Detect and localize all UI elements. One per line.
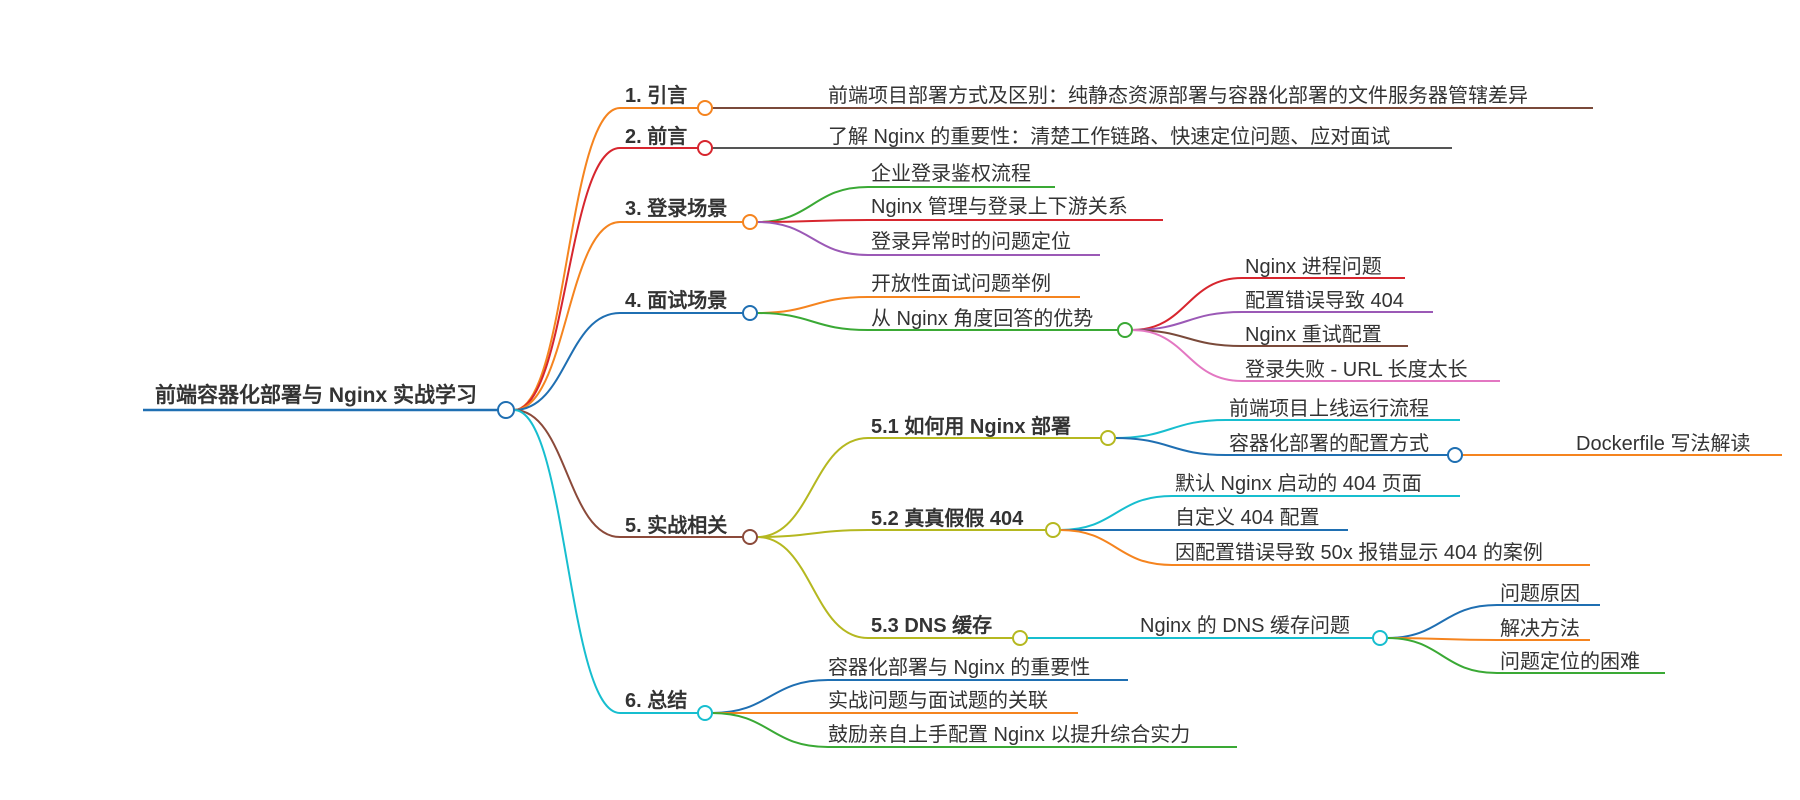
topic-label: 前端项目部署方式及区别：纯静态资源部署与容器化部署的文件服务器管辖差异: [828, 84, 1528, 107]
edge-branches-4-children-2-children-0-children-0: [1386, 604, 1498, 639]
edge-branches-2-children-0: [756, 186, 869, 223]
edge-branch-3: [513, 312, 621, 411]
collapse-toggle-icon[interactable]: [1100, 430, 1116, 446]
topic-label: 容器化部署的配置方式: [1229, 432, 1429, 455]
topic-label: 开放性面试问题举例: [871, 272, 1051, 295]
collapse-toggle-icon[interactable]: [1372, 630, 1388, 646]
topic-label: 5.1 如何用 Nginx 部署: [871, 414, 1071, 438]
topic-label: 企业登录鉴权流程: [871, 162, 1031, 185]
edge-branches-2-children-1: [756, 219, 869, 223]
collapse-toggle-icon[interactable]: [1117, 322, 1133, 338]
edge-branch-2: [513, 221, 621, 411]
topic-label: 5.2 真真假假 404: [871, 506, 1024, 530]
edge-branches-3-children-0: [756, 296, 869, 314]
edge-branches-4-children-1: [756, 529, 869, 538]
topic-label: 自定义 404 配置: [1175, 506, 1319, 529]
edge-branches-3-children-1-children-2: [1131, 329, 1243, 347]
edge-branches-2-children-2: [756, 221, 869, 256]
mindmap-nodes: 前端容器化部署与 Nginx 实战学习 1. 引言 前端项目部署方式及区别：纯静态资…: [155, 83, 1750, 746]
topic-label: 解决方法: [1500, 617, 1580, 640]
topic-label: 3. 登录场景: [625, 196, 727, 220]
edge-branches-3-children-1-children-1: [1131, 311, 1243, 331]
edge-branch-5: [513, 409, 621, 714]
topic-label: 前端项目上线运行流程: [1229, 397, 1429, 420]
topic-label: 2. 前言: [625, 124, 687, 148]
collapse-toggle-icon[interactable]: [1447, 447, 1463, 463]
topic-label: 问题定位的困难: [1500, 650, 1640, 673]
edge-branches-3-children-1: [756, 312, 869, 331]
edge-branches-4-children-0: [756, 437, 869, 538]
edge-branches-4-children-2-children-0-children-1: [1386, 637, 1498, 641]
edge-branches-3-children-1-children-3: [1131, 329, 1243, 382]
topic-label: 配置错误导致 404: [1245, 289, 1404, 312]
topic-label: 因配置错误导致 50x 报错显示 404 的案例: [1175, 541, 1543, 564]
topic-label: 6. 总结: [625, 688, 687, 712]
topic-label: 从 Nginx 角度回答的优势: [871, 307, 1093, 330]
topic-label: 默认 Nginx 启动的 404 页面: [1175, 472, 1422, 495]
topic-label: Nginx 的 DNS 缓存问题: [1140, 614, 1350, 637]
collapse-toggle-icon[interactable]: [742, 214, 758, 230]
root-topic: 前端容器化部署与 Nginx 实战学习: [155, 383, 477, 407]
mindmap-edges: [143, 106, 1782, 748]
collapse-toggle-icon[interactable]: [1012, 630, 1028, 646]
topic-label: 5.3 DNS 缓存: [871, 613, 992, 637]
topic-label: 了解 Nginx 的重要性：清楚工作链路、快速定位问题、应对面试: [828, 125, 1390, 148]
edge-branches-4-children-1-children-2: [1059, 529, 1173, 566]
topic-label: 5. 实战相关: [625, 513, 727, 537]
edge-branches-4-children-2: [756, 536, 869, 639]
collapse-toggle-icon[interactable]: [697, 100, 713, 116]
collapse-toggle-icon[interactable]: [697, 140, 713, 156]
topic-label: 1. 引言: [625, 83, 687, 107]
collapse-toggle-icon[interactable]: [497, 401, 515, 419]
collapse-toggle-icon[interactable]: [1045, 522, 1061, 538]
collapse-toggle-icon[interactable]: [742, 529, 758, 545]
topic-label: 4. 面试场景: [625, 289, 727, 312]
topic-label: 登录失败 - URL 长度太长: [1245, 358, 1468, 381]
topic-label: Nginx 进程问题: [1245, 255, 1382, 278]
edge-branches-4-children-0-children-0: [1114, 419, 1227, 439]
edge-branches-5-children-2: [711, 712, 829, 748]
edge-branches-5-children-0: [711, 679, 829, 714]
topic-label: 实战问题与面试题的关联: [828, 689, 1048, 712]
topic-label: 容器化部署与 Nginx 的重要性: [828, 656, 1090, 679]
topic-label: 问题原因: [1500, 582, 1580, 605]
topic-label: 登录异常时的问题定位: [871, 230, 1071, 253]
topic-label: Dockerfile 写法解读: [1576, 432, 1750, 455]
topic-label: 鼓励亲自上手配置 Nginx 以提升综合实力: [828, 723, 1190, 746]
edge-branch-0: [513, 107, 621, 411]
topic-label: Nginx 管理与登录上下游关系: [871, 195, 1128, 218]
edge-branches-4-children-2-children-0-children-2: [1386, 637, 1498, 674]
topic-label: Nginx 重试配置: [1245, 323, 1382, 346]
collapse-toggle-icon[interactable]: [742, 305, 758, 321]
edge-branches-3-children-1-children-0: [1131, 277, 1243, 331]
edge-branch-1: [513, 147, 621, 411]
edge-branch-4: [513, 409, 621, 538]
collapse-toggle-icon[interactable]: [697, 705, 713, 721]
edge-branches-4-children-0-children-1: [1114, 437, 1227, 456]
edge-branches-4-children-1-children-0: [1059, 495, 1173, 531]
